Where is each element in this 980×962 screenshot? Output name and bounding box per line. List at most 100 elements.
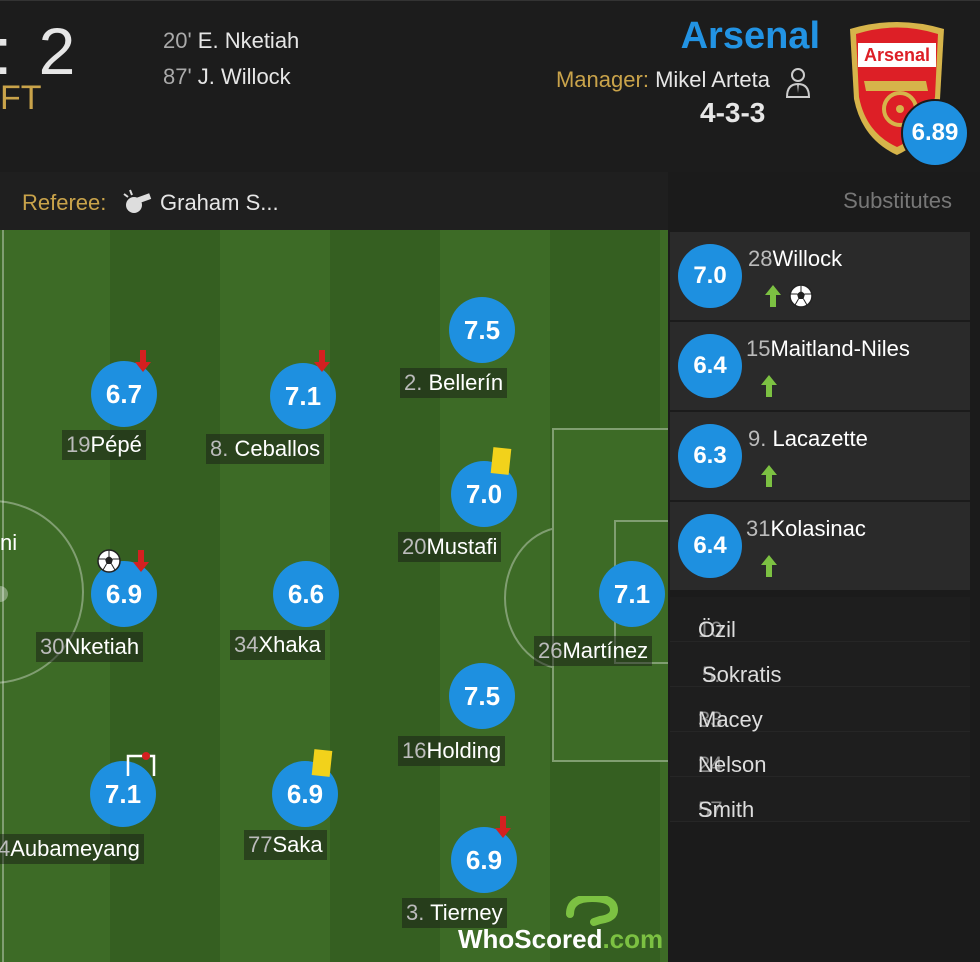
sub-off-arrow-icon (314, 350, 330, 372)
player-name: 20Mustafi (398, 532, 502, 562)
logo-question-icon (566, 896, 619, 926)
center-spot (0, 586, 8, 602)
player-name-text: Nketiah (64, 634, 140, 659)
sub-name-text: Lacazette (772, 426, 868, 451)
player-name: 4Aubameyang (0, 834, 144, 864)
player-name: 34Xhaka (230, 630, 325, 660)
player-name-text: Ceballos (234, 436, 321, 461)
sub-number: 9. (748, 426, 767, 451)
sub-off-arrow-icon (495, 816, 511, 838)
sub-number: 31 (746, 516, 771, 541)
player-name: 77Saka (244, 830, 327, 860)
bench-row[interactable]: 5. Sokratis (670, 642, 970, 687)
player-number: 3. (406, 900, 425, 925)
goal-item: 20' E. Nketiah (163, 23, 299, 59)
sub-on-arrow-icon (761, 555, 777, 577)
substitutes-title: Substitutes (843, 188, 952, 213)
sub-name-text: Willock (772, 246, 843, 271)
sub-rating: 6.3 (678, 424, 742, 488)
player-rating: 6.9 (91, 561, 157, 627)
logo-text: WhoScored.com (458, 924, 663, 955)
player-name: 26Martínez (534, 636, 653, 666)
player-number: 34 (234, 632, 259, 657)
bench-number: 10 (698, 617, 723, 642)
sub-events (758, 372, 780, 400)
sub-off-arrow-icon (133, 550, 149, 572)
sub-rating: 7.0 (678, 244, 742, 308)
player-number: 2. (404, 370, 423, 395)
player-name-text: Tierney (430, 900, 503, 925)
goal-scorer: J. Willock (197, 64, 291, 89)
referee-bar: Referee: Graham S... (0, 172, 668, 230)
player-name-text: Mustafi (426, 534, 498, 559)
bench-number: 33 (698, 707, 723, 732)
bench-name: Macey (698, 707, 763, 732)
player-number: 19 (66, 432, 91, 457)
goal-minute: 87' (163, 64, 192, 89)
sub-rating: 6.4 (678, 514, 742, 578)
player-name: 3. Tierney (402, 898, 507, 928)
match-status: FT (0, 79, 42, 117)
yellow-card-icon (490, 447, 512, 475)
team-rating-badge: 6.89 (901, 99, 969, 167)
sub-events (762, 282, 814, 310)
goal-minute: 20' (163, 28, 192, 53)
sub-name: 9. Lacazette (748, 426, 868, 452)
sub-rating: 6.4 (678, 334, 742, 398)
player-name-text: Xhaka (258, 632, 321, 657)
goal-list: 20' E. Nketiah 87' J. Willock (163, 23, 299, 95)
substitute-row[interactable]: 7.0 28Willock (670, 232, 970, 322)
football-goal-icon (97, 549, 121, 573)
team-name-link[interactable]: Arsenal (680, 15, 820, 57)
assist-corner-flag-icon (126, 752, 156, 776)
player-name: 30Nketiah (36, 632, 144, 662)
sub-on-arrow-icon (765, 285, 781, 307)
player-rating: 6.6 (273, 561, 339, 627)
bench-number: 5. (702, 662, 721, 687)
logo-brand: WhoScored (458, 924, 603, 954)
substitute-row[interactable]: 6.4 31Kolasinac (670, 502, 970, 592)
player-rating: 6.7 (91, 361, 157, 427)
sub-on-arrow-icon (761, 465, 777, 487)
whistle-icon (123, 189, 152, 213)
player-rating: 6.9 (451, 827, 517, 893)
player-name-text: Bellerín (428, 370, 504, 395)
logo-suffix: .com (602, 924, 664, 954)
yellow-card-icon (311, 749, 333, 777)
sub-off-arrow-icon (135, 350, 151, 372)
player-number: 4 (0, 836, 11, 861)
player-name: 19Pépé (62, 430, 146, 460)
player-number: 20 (402, 534, 427, 559)
crest-text: Arsenal (864, 45, 930, 65)
substitute-row[interactable]: 6.4 15Maitland-Niles (670, 322, 970, 412)
manager-info: Manager: Mikel Arteta (556, 67, 770, 93)
sub-name-text: Maitland-Niles (770, 336, 910, 361)
manager-label: Manager: (555, 67, 649, 92)
player-name-text: Martínez (562, 638, 649, 663)
player-rating: 7.5 (449, 663, 515, 729)
bench-name: Nelson (698, 752, 767, 777)
sub-on-arrow-icon (761, 375, 777, 397)
whoscored-logo: WhoScored.com (458, 896, 663, 954)
sub-number: 15 (746, 336, 771, 361)
bench-name: Smith (698, 797, 755, 822)
referee-name[interactable]: Graham S... (160, 190, 279, 215)
sub-number: 28 (748, 246, 773, 271)
manager-icon (785, 68, 811, 98)
bench-number: 57 (698, 797, 723, 822)
substitute-row[interactable]: 6.3 9. Lacazette (670, 412, 970, 502)
player-name-text: Aubameyang (10, 836, 140, 861)
player-number: 77 (248, 832, 273, 857)
player-name: 2. Bellerín (400, 368, 508, 398)
match-score: : 2 (0, 14, 80, 88)
player-number: 30 (40, 634, 65, 659)
referee-label: Referee: (22, 190, 107, 215)
player-name: 16Holding (398, 736, 506, 766)
sub-events (758, 462, 780, 490)
bench-number: 24 (698, 752, 723, 777)
team-formation: 4-3-3 (700, 97, 766, 128)
